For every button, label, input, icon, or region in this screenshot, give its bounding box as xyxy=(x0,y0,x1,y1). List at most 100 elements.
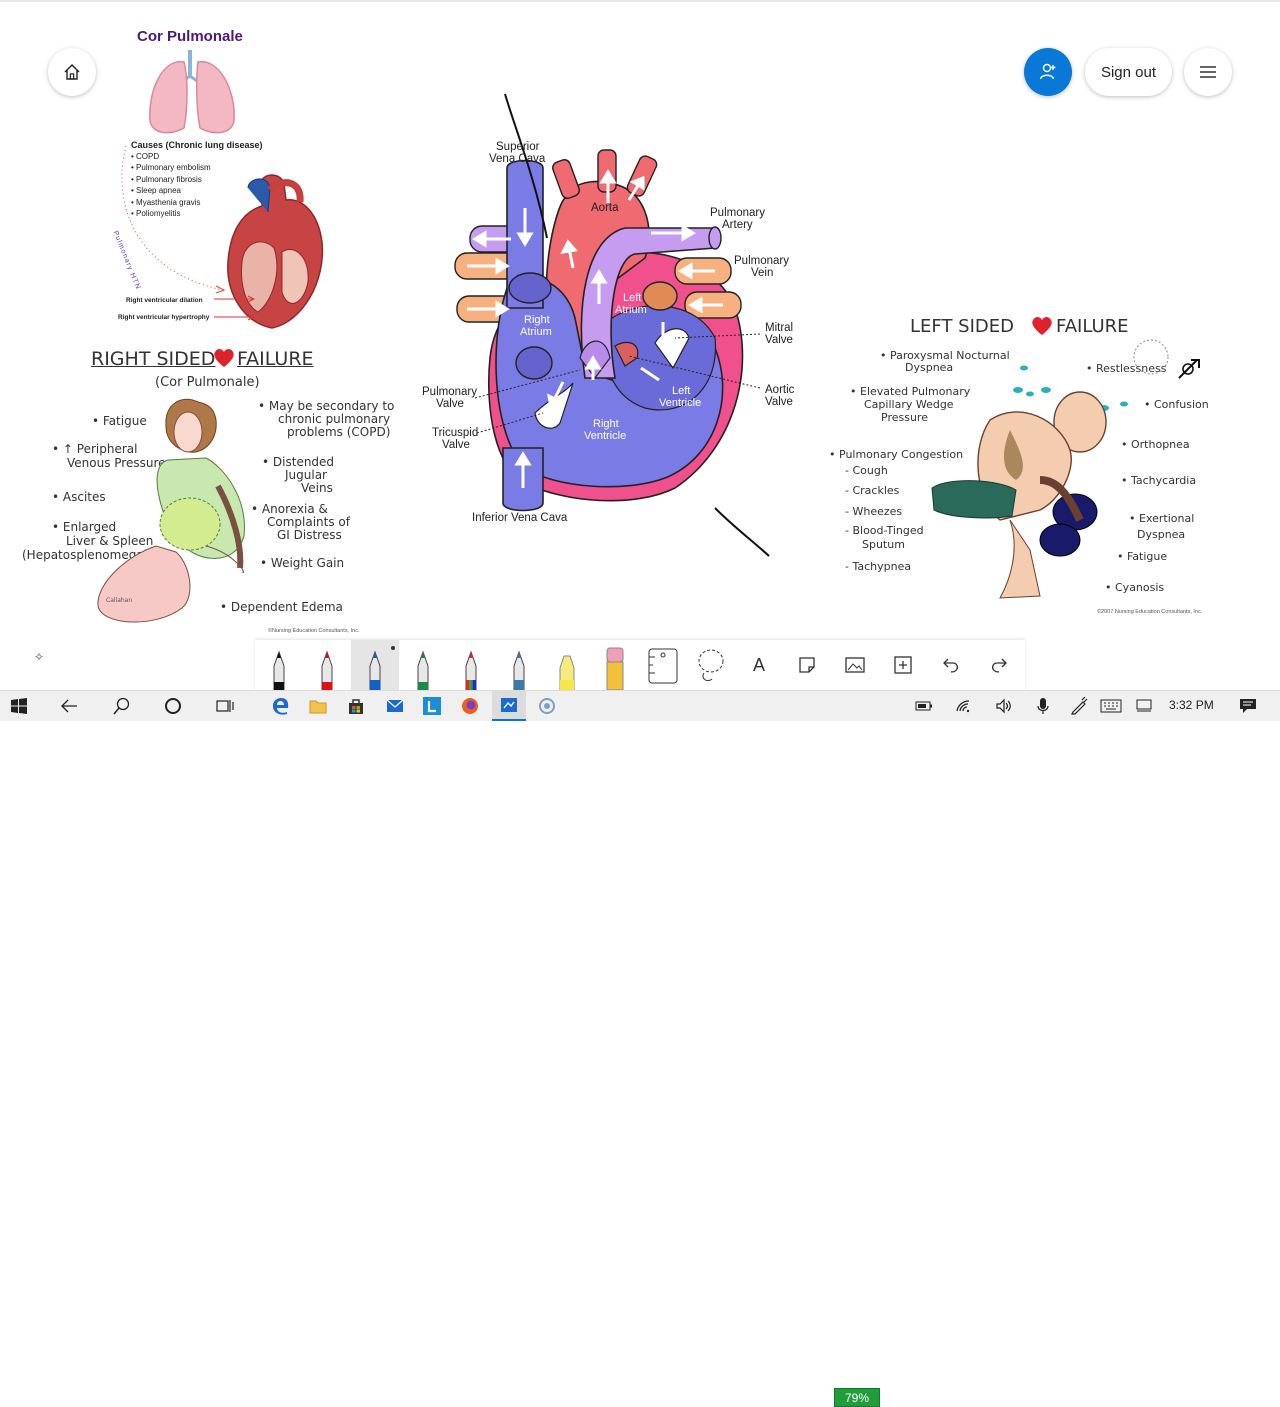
sticky-note-tool[interactable] xyxy=(783,640,831,690)
label-pulmonary-vein-2: Vein xyxy=(751,267,774,279)
woman-illustration: Callahan xyxy=(97,398,245,623)
display-tray-button[interactable] xyxy=(1127,691,1161,721)
home-icon xyxy=(64,64,80,80)
lsf-cyanosis: • Cyanosis xyxy=(1105,581,1165,594)
sign-out-button[interactable]: Sign out xyxy=(1085,48,1172,96)
redo-button[interactable] xyxy=(975,640,1023,690)
mail-taskbar-app[interactable] xyxy=(378,691,412,721)
sticky-note-icon xyxy=(799,657,815,673)
label-right-ventricle: Right xyxy=(593,418,619,430)
mail-icon xyxy=(386,699,404,712)
lsf-pcwp-2: Capillary Wedge xyxy=(864,398,954,411)
text-tool[interactable]: A xyxy=(735,640,783,690)
lasso-tool[interactable] xyxy=(687,640,735,690)
pen-black-tool[interactable] xyxy=(255,640,303,690)
label-rv-dilation: Right ventricular dilation xyxy=(126,297,203,304)
clock[interactable]: 3:32 PM xyxy=(1169,698,1214,712)
pen-galaxy-tool[interactable] xyxy=(495,640,543,690)
lsf-restlessness: • Restlessness xyxy=(1086,362,1167,375)
label-pulmonary-artery: Pulmonary xyxy=(710,207,765,219)
lsf-exertional: • Exertional xyxy=(1129,512,1195,525)
wifi-tray-button[interactable] xyxy=(947,691,981,721)
battery-tray-button[interactable] xyxy=(907,691,941,721)
ruler-tool[interactable] xyxy=(639,640,687,690)
highlighter-tool[interactable] xyxy=(543,640,591,690)
lsf-pnd-2: Dyspnea xyxy=(905,361,954,374)
battery-indicator: 79% xyxy=(834,1388,880,1407)
menu-button[interactable] xyxy=(1184,48,1232,96)
red-pen-icon xyxy=(321,650,333,690)
pen-workspace-tray-button[interactable] xyxy=(1062,691,1096,721)
lsf-pnd: • Paroxysmal Nocturnal xyxy=(880,349,1010,362)
volume-tray-button[interactable] xyxy=(987,691,1021,721)
pen-red-tool[interactable] xyxy=(303,640,351,690)
rsf-secondary: • May be secondary to xyxy=(258,399,395,413)
search-button[interactable] xyxy=(105,691,139,721)
left-failure-title-left: LEFT SIDED xyxy=(910,316,1014,337)
back-button[interactable] xyxy=(52,691,86,721)
rsf-anorexia-3: GI Distress xyxy=(277,528,342,542)
edge-icon xyxy=(273,698,289,715)
right-heart-shape xyxy=(495,277,724,488)
label-pulmonary-valve-2: Valve xyxy=(436,398,464,410)
label-right-ventricle-2: Ventricle xyxy=(584,430,627,442)
label-left-ventricle-2: Ventricle xyxy=(659,397,702,409)
svg-text:Callahan: Callahan xyxy=(106,597,132,604)
right-failure-title-left: RIGHT SIDED xyxy=(91,348,216,370)
eraser-tool[interactable] xyxy=(591,640,639,690)
heart-diagram xyxy=(454,93,770,557)
image-tool[interactable] xyxy=(831,640,879,690)
black-pen-icon xyxy=(273,650,285,690)
action-center-button[interactable] xyxy=(1231,691,1265,721)
rsf-ascites: • Ascites xyxy=(52,490,106,504)
task-view-button[interactable] xyxy=(208,691,242,721)
label-left-ventricle: Left xyxy=(672,385,691,397)
battery-percent: 79% xyxy=(844,1390,870,1405)
label-mitral-valve: Mitral xyxy=(765,322,794,334)
pen-rainbow-tool[interactable] xyxy=(447,640,495,690)
label-rv-hypertrophy: Right ventricular hypertrophy xyxy=(118,314,210,321)
microphone-tray-button[interactable] xyxy=(1026,691,1060,721)
rsf-fatigue: • Fatigue xyxy=(92,414,147,428)
rsf-enlarged: • Enlarged xyxy=(52,520,117,534)
add-tool[interactable] xyxy=(879,640,927,690)
label-aorta: Aorta xyxy=(591,202,619,214)
pen-cursor-icon xyxy=(1178,359,1200,379)
label-tricuspid-valve-2: Valve xyxy=(442,439,470,451)
redo-icon xyxy=(991,658,1007,673)
undo-button[interactable] xyxy=(927,640,975,690)
lsf-wheezes: - Wheezes xyxy=(845,505,903,518)
rsf-distended-2: Jugular xyxy=(285,468,327,482)
lsf-copyright: ©2007 Nursing Education Consultants, Inc… xyxy=(1097,609,1203,615)
add-user-button[interactable] xyxy=(1024,48,1072,96)
microphone-icon xyxy=(1037,698,1049,714)
label-inferior-vena-cava: Inferior Vena Cava xyxy=(472,512,568,524)
heart-icon xyxy=(1032,317,1052,335)
lsf-pcwp-3: Pressure xyxy=(881,411,928,424)
home-button[interactable] xyxy=(48,48,96,96)
rsf-anorexia-2: Complaints of xyxy=(267,515,350,529)
settings-taskbar-app[interactable] xyxy=(530,691,564,721)
lasso-icon xyxy=(698,649,724,682)
left-failure-title-right: FAILURE xyxy=(1056,316,1129,337)
edge-taskbar-app[interactable] xyxy=(264,691,298,721)
firefox-taskbar-app[interactable] xyxy=(453,691,487,721)
add-user-icon xyxy=(1039,63,1056,80)
firefox-icon xyxy=(462,698,478,714)
folder-icon xyxy=(309,700,327,714)
cortana-button[interactable] xyxy=(156,691,190,721)
store-taskbar-app[interactable] xyxy=(339,691,373,721)
right-failure-subtitle: (Cor Pulmonale) xyxy=(155,375,260,390)
right-failure-title-right: FAILURE xyxy=(237,348,314,370)
touch-keyboard-tray-button[interactable] xyxy=(1094,691,1128,721)
whiteboard-taskbar-app[interactable] xyxy=(492,691,526,721)
pen-blue-tool[interactable] xyxy=(351,640,399,690)
start-button[interactable] xyxy=(2,691,36,721)
hamburger-icon xyxy=(1200,66,1216,78)
rsf-enlarged-3: (Hepatosplenomegaly) xyxy=(22,548,159,562)
search-icon xyxy=(113,697,130,715)
app-l-taskbar-app[interactable] xyxy=(415,691,449,721)
pen-green-tool[interactable] xyxy=(399,640,447,690)
rsf-anorexia: • Anorexia & xyxy=(251,502,328,516)
file-explorer-taskbar-app[interactable] xyxy=(301,691,335,721)
